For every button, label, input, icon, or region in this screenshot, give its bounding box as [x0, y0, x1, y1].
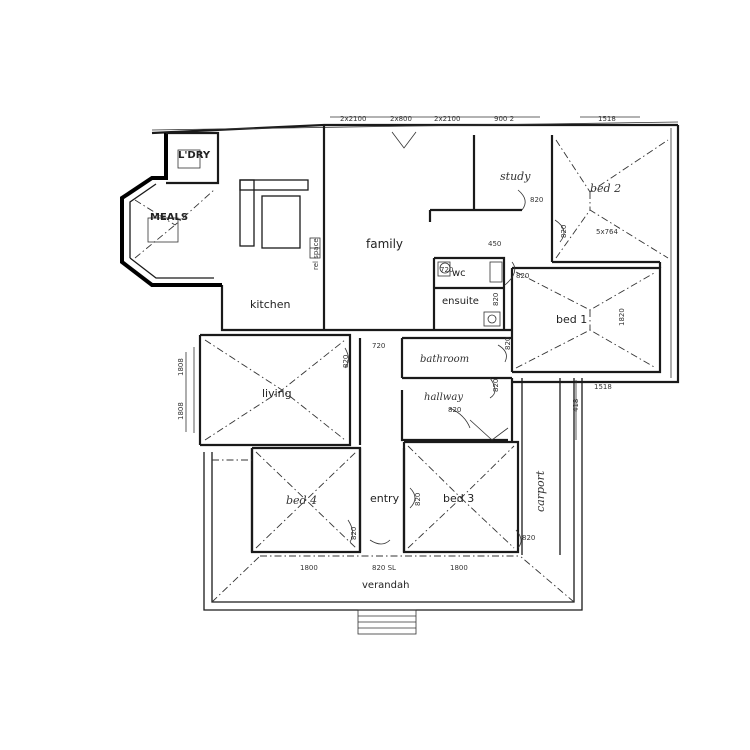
- label-bed1: bed 1: [556, 313, 587, 326]
- dim-bed1-door: 820: [504, 337, 512, 350]
- roof-hip-lines: [134, 139, 669, 603]
- dim-meal-space: rel space: [312, 238, 320, 270]
- dim-carport-door: 820: [522, 534, 535, 542]
- dim-bath-door: 720: [372, 342, 385, 350]
- dim-bed1-bottom: 1518: [594, 383, 612, 391]
- label-ldry: L'DRY: [178, 150, 211, 161]
- exterior-walls: [151, 121, 680, 555]
- dim-hall-door-2: 820: [448, 406, 461, 414]
- dim-bed4-door: 820: [350, 527, 358, 540]
- dim-top-4: 900 2: [494, 115, 514, 123]
- dim-ensuite-side: 820: [492, 293, 500, 306]
- dim-top-5: 1518: [598, 115, 616, 123]
- dim-bed2-door: 820: [560, 225, 568, 238]
- dim-bed3-front: 1800: [450, 564, 468, 572]
- dimension-ticks: [185, 116, 640, 440]
- label-bathroom: bathroom: [420, 354, 469, 365]
- bath-fixtures: [437, 261, 503, 327]
- door-swings: [344, 131, 565, 549]
- label-hallway: hallway: [424, 392, 463, 403]
- dimension-notes: 2x2100 2x800 2x2100 900 2 1518 5x764 820…: [177, 115, 626, 572]
- verandah-outline: [203, 378, 583, 635]
- dim-ensuite-door: 820: [516, 272, 529, 280]
- dim-wc-door: 720: [440, 266, 453, 274]
- dim-top-1: 2x2100: [340, 115, 366, 123]
- label-bed4: bed 4: [286, 494, 317, 507]
- dim-bed2-window: 5x764: [596, 228, 619, 236]
- meals-bay: [120, 131, 222, 287]
- label-study: study: [500, 170, 531, 183]
- room-labels: L'DRY MEALS kitchen family study bed 2 w…: [150, 150, 621, 591]
- label-kitchen: kitchen: [250, 298, 291, 311]
- dim-side-window-lower: 1808: [177, 402, 185, 420]
- dim-passage: 450: [488, 240, 501, 248]
- label-verandah: verandah: [362, 580, 409, 591]
- dim-top-2: 2x800: [390, 115, 412, 123]
- dim-top-3: 2x2100: [434, 115, 460, 123]
- label-bed3: bed 3: [443, 492, 474, 505]
- label-living: living: [262, 387, 292, 400]
- dim-entry-front: 820 SL: [372, 564, 396, 572]
- dim-bed1-window: 1820: [618, 308, 626, 326]
- label-wc: wc: [452, 268, 466, 279]
- dim-hall-door-1: 820: [492, 379, 500, 392]
- dim-bed3-door: 820: [414, 493, 422, 506]
- dim-study-door: 820: [530, 196, 543, 204]
- label-bed2: bed 2: [590, 182, 621, 195]
- label-meals: MEALS: [150, 212, 188, 223]
- kitchen-benches: [239, 179, 321, 259]
- label-entry: entry: [370, 492, 400, 505]
- label-ensuite: ensuite: [442, 296, 479, 307]
- dim-bed4-front: 1800: [300, 564, 318, 572]
- dim-side-window-upper: 1808: [177, 358, 185, 376]
- label-family: family: [366, 237, 403, 251]
- label-carport: carport: [534, 470, 547, 512]
- dim-living-door: 820: [342, 355, 350, 368]
